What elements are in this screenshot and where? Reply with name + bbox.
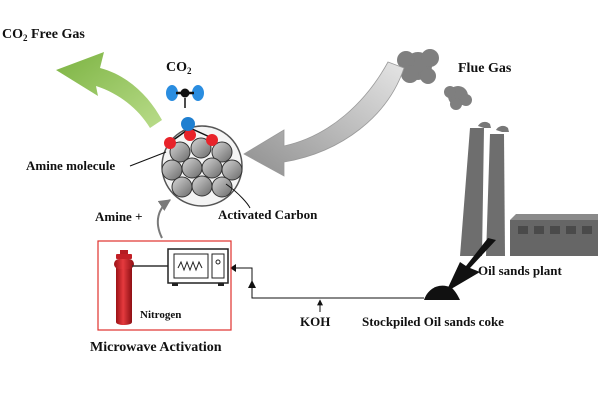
coke-to-microwave-line (236, 267, 424, 299)
smoke-cloud-icon (397, 49, 472, 110)
label-microwave-activation: Microwave Activation (90, 340, 222, 355)
green-outflow-arrow (56, 52, 162, 128)
microwave-activation-box (97, 240, 232, 331)
label-amine-molecule: Amine molecule (26, 158, 115, 173)
label-amine-plus: Amine + (95, 209, 143, 224)
gray-flue-gas-arrow (243, 61, 405, 177)
coke-pile-icon (424, 285, 460, 300)
label-koh: KOH (300, 314, 330, 329)
activated-carbon-sphere (161, 117, 243, 207)
factory-icon (460, 121, 598, 256)
plant-to-coke-arrow (446, 238, 496, 292)
label-co2: CO2 (166, 60, 192, 76)
gas-cylinder-icon (114, 250, 134, 325)
label-co2-free-gas: CO2 Free Gas (2, 27, 85, 43)
label-activated-carbon: Activated Carbon (218, 207, 318, 222)
label-oil-sands-plant: Oil sands plant (478, 263, 562, 278)
label-stockpiled-coke: Stockpiled Oil sands coke (362, 314, 504, 329)
amine-pointer-line (129, 151, 167, 167)
co2-molecule-icon (166, 85, 204, 108)
microwave-oven-icon (167, 248, 229, 286)
label-nitrogen: Nitrogen (140, 309, 181, 321)
activation-to-carbon-arrow (156, 199, 171, 239)
carbon-pointer-line (225, 183, 251, 209)
label-flue-gas: Flue Gas (458, 61, 512, 76)
